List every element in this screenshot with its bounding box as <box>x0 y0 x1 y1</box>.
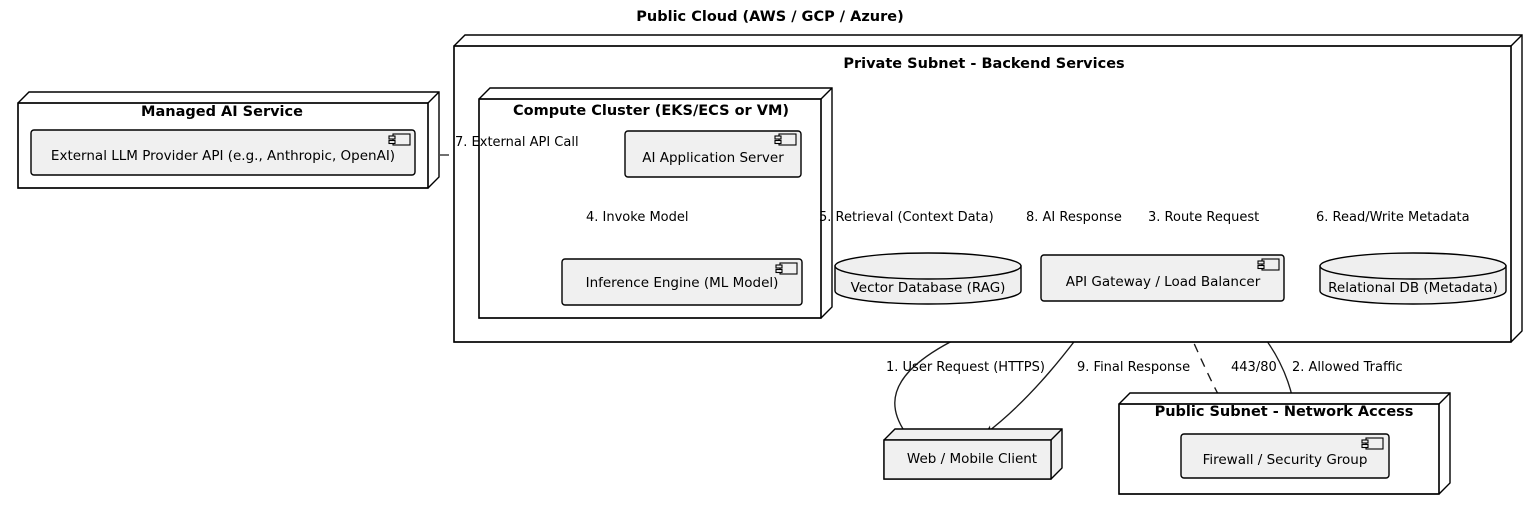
node-web-mobile-client[interactable] <box>883 428 1063 480</box>
edge-label-3: 3. Route Request <box>1148 210 1260 225</box>
edge-label-5: 5. Retrieval (Context Data) <box>819 210 994 225</box>
edge-label-443-80: 443/80 <box>1231 360 1277 375</box>
database-label-relational-db: Relational DB (Metadata) <box>1328 280 1498 296</box>
edge-label-9: 9. Final Response <box>1077 360 1191 375</box>
component-label-firewall-security-group: Firewall / Security Group <box>1202 452 1368 468</box>
component-api-gateway[interactable] <box>1040 254 1285 302</box>
component-label-external-llm-provider-api: External LLM Provider API (e.g., Anthrop… <box>50 148 396 164</box>
diagram-title: Public Cloud (AWS / GCP / Azure) <box>636 9 904 25</box>
node-title-managed-ai-service: Managed AI Service <box>141 104 303 120</box>
node-title-compute-cluster: Compute Cluster (EKS/ECS or VM) <box>512 103 790 119</box>
node-label-web-mobile-client: Web / Mobile Client <box>906 451 1038 467</box>
component-inference-engine[interactable] <box>561 258 803 306</box>
component-ai-application-server[interactable] <box>624 130 802 178</box>
database-vector-database[interactable] <box>834 252 1022 305</box>
edge-label-6: 6. Read/Write Metadata <box>1316 210 1470 225</box>
node-title-private-subnet: Private Subnet - Backend Services <box>843 56 1125 72</box>
component-label-ai-application-server: AI Application Server <box>642 150 784 166</box>
component-label-inference-engine: Inference Engine (ML Model) <box>585 275 779 291</box>
component-external-llm-provider-api[interactable] <box>30 129 416 176</box>
edge-label-2: 2. Allowed Traffic <box>1292 360 1403 375</box>
component-firewall-security-group[interactable] <box>1180 433 1390 479</box>
edge-label-8: 8. AI Response <box>1026 210 1122 225</box>
edge-label-4: 4. Invoke Model <box>586 210 689 225</box>
node-title-public-subnet: Public Subnet - Network Access <box>1154 404 1414 420</box>
edge-label-7: 7. External API Call <box>455 135 579 150</box>
database-relational-db[interactable] <box>1319 252 1507 305</box>
component-label-api-gateway: API Gateway / Load Balancer <box>1065 274 1261 290</box>
edge-label-1: 1. User Request (HTTPS) <box>886 360 1045 375</box>
database-label-vector-database: Vector Database (RAG) <box>850 280 1006 296</box>
